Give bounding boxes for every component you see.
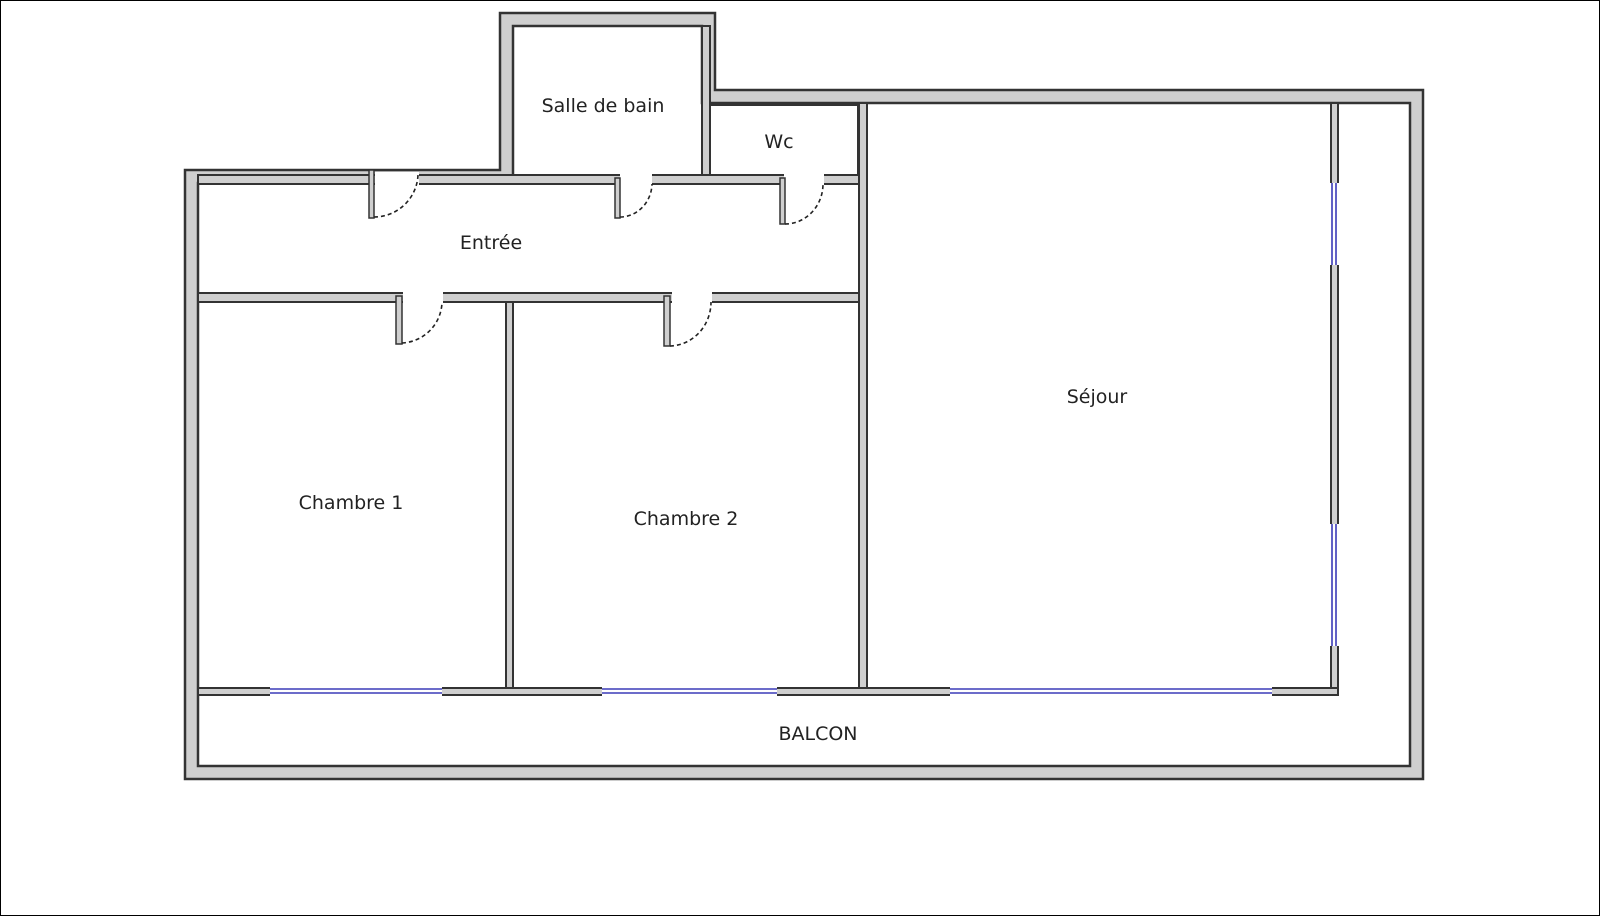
door-swing-wc — [784, 183, 824, 225]
door-swing-bath — [619, 183, 653, 218]
gap-door-bath — [620, 174, 652, 186]
label-wc: Wc — [764, 131, 793, 153]
wall-sejour-left — [858, 102, 868, 695]
door-swing-entry — [373, 174, 419, 218]
door-leaf-ch2 — [663, 295, 671, 347]
wall-bath-right — [701, 25, 711, 177]
gap-door-wc — [784, 174, 824, 186]
win-gap-sejour-right-2 — [1329, 524, 1340, 646]
gap-door-ch1 — [403, 290, 443, 305]
gap-door-entry — [375, 172, 419, 186]
wall-ch1-ch2 — [505, 301, 514, 695]
door-leaf-wc — [779, 177, 786, 225]
door-leaf-entry — [368, 169, 375, 219]
label-chambre-1: Chambre 1 — [299, 492, 404, 514]
door-leaf-ch1 — [395, 295, 403, 345]
outer-wall — [183, 11, 1425, 781]
label-balcon: BALCON — [778, 723, 857, 745]
door-leaf-bath — [614, 177, 621, 219]
wall-wc-top — [709, 102, 865, 106]
label-chambre-2: Chambre 2 — [634, 508, 739, 530]
win-gap-ch1 — [270, 686, 442, 697]
door-swing-ch2 — [669, 301, 712, 347]
wall-bedrooms-top — [197, 292, 868, 303]
wall-entree-top — [197, 174, 868, 185]
door-swing-ch1 — [401, 301, 443, 344]
gap-door-ch2 — [672, 290, 712, 305]
win-gap-ch2 — [602, 686, 777, 697]
label-entree: Entrée — [460, 232, 522, 254]
label-sejour: Séjour — [1067, 386, 1128, 408]
win-gap-sejour-bottom — [950, 686, 1272, 697]
label-salle-de-bain: Salle de bain — [542, 95, 665, 117]
win-gap-sejour-right-1 — [1329, 183, 1340, 265]
